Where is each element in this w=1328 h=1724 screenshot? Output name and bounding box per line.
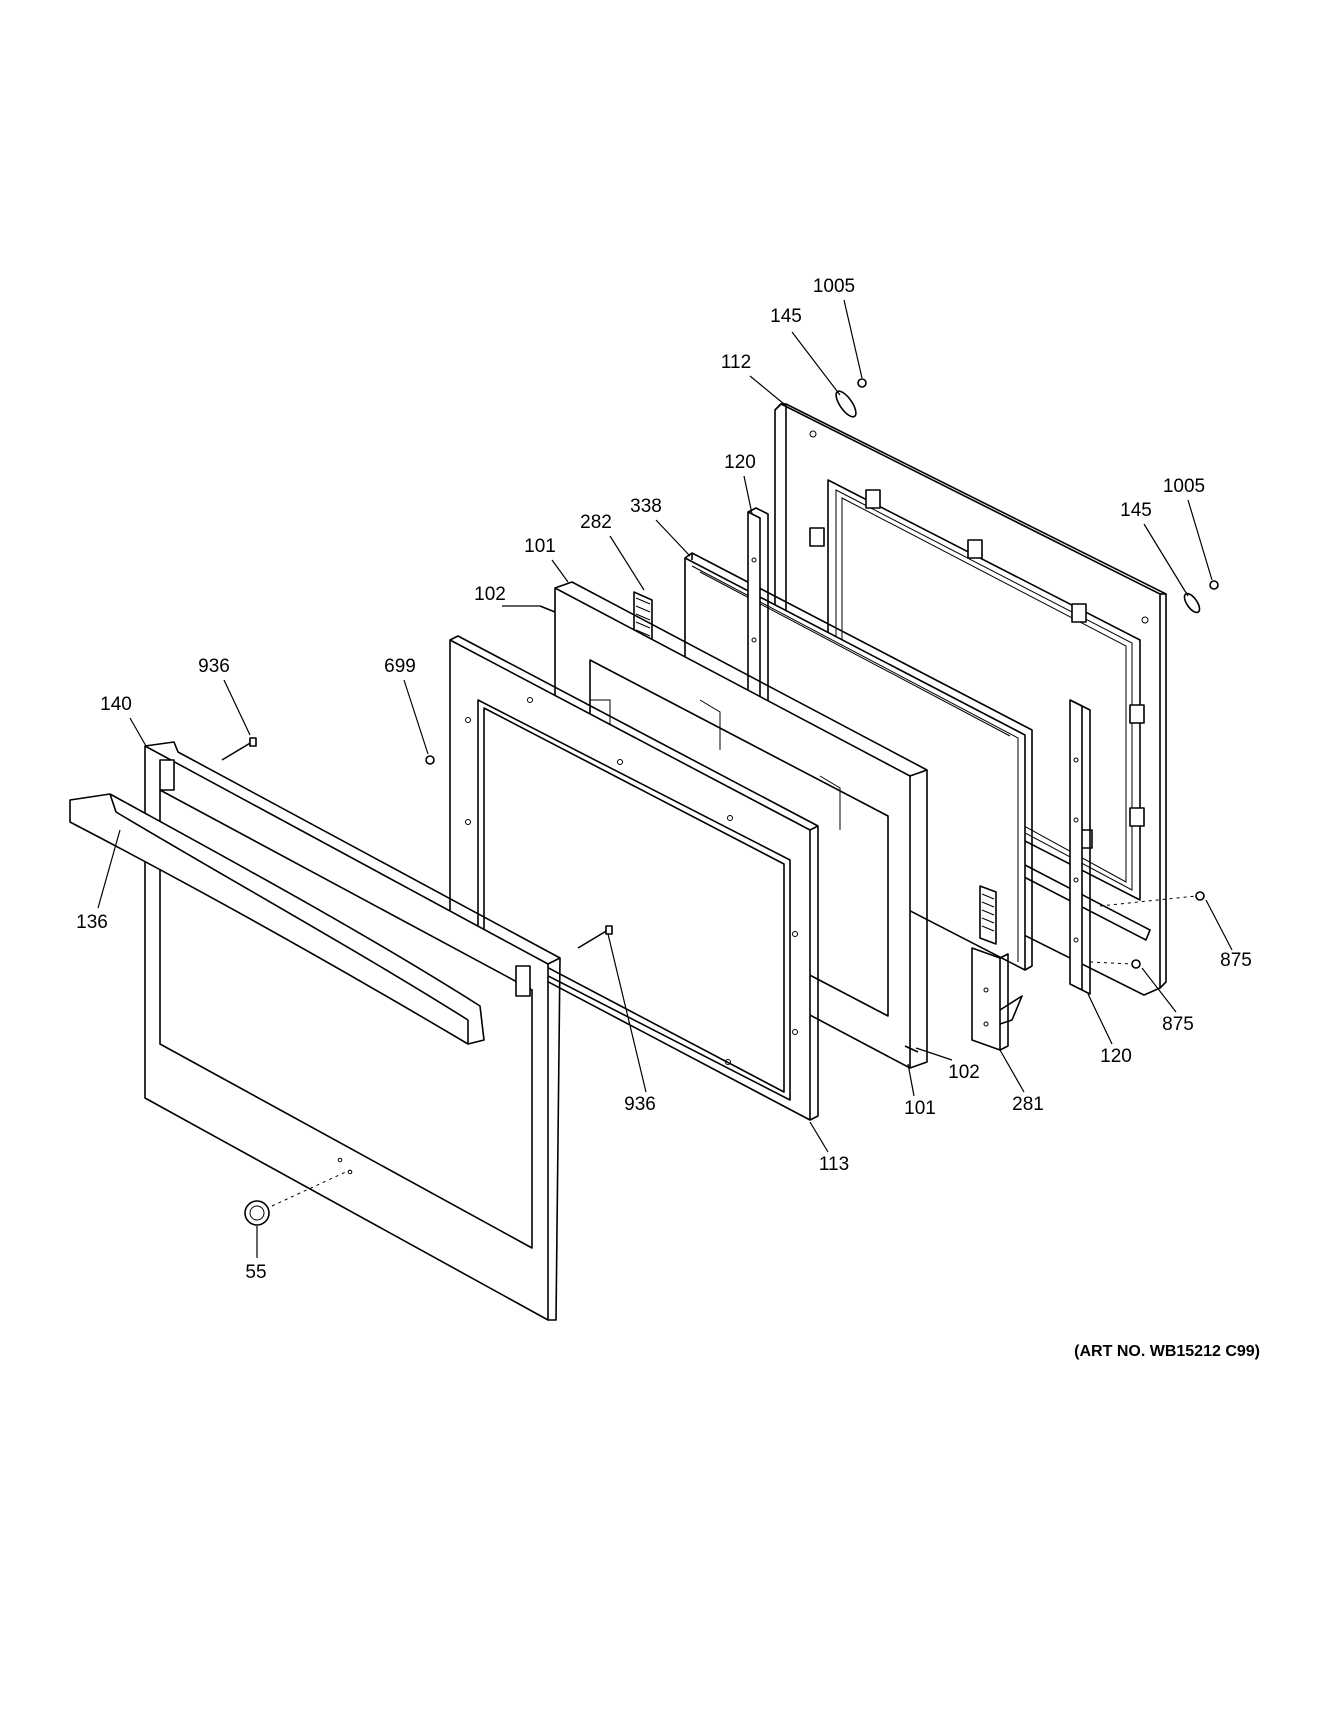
screw-1005-top <box>857 378 867 388</box>
retainer-102 <box>539 605 919 1053</box>
label-101-bottom: 101 <box>904 1098 936 1119</box>
part-labels: 1005 145 112 120 1005 145 338 282 101 10… <box>76 276 1252 1283</box>
label-1005-right: 1005 <box>1163 476 1205 497</box>
label-101-top: 101 <box>524 536 556 557</box>
badge-55 <box>244 1200 270 1226</box>
label-338: 338 <box>630 496 662 517</box>
screw-699 <box>425 755 435 765</box>
label-136: 136 <box>76 912 108 933</box>
door-handle-136 <box>69 793 485 1045</box>
screw-1005-right <box>1209 580 1219 590</box>
label-145-top: 145 <box>770 306 802 327</box>
label-145-right: 145 <box>1120 500 1152 521</box>
screw-875-upper <box>1195 891 1205 901</box>
label-875-lower: 875 <box>1162 1014 1194 1035</box>
clip-145-top <box>835 390 857 418</box>
leader-lines <box>97 299 1233 1258</box>
label-120-bottom: 120 <box>1100 1046 1132 1067</box>
label-699: 699 <box>384 656 416 677</box>
screw-936-left <box>221 737 257 761</box>
label-55: 55 <box>245 1262 266 1283</box>
art-number: (ART NO. WB15212 C99) <box>1074 1343 1260 1360</box>
clip-145-right <box>1183 592 1201 614</box>
screw-875-lower <box>1131 959 1141 969</box>
label-113: 113 <box>819 1154 849 1175</box>
label-112: 112 <box>721 352 751 373</box>
label-102-bottom: 102 <box>948 1062 980 1083</box>
label-120-top: 120 <box>724 452 756 473</box>
inner-door-113 <box>449 635 819 1121</box>
label-102-top: 102 <box>474 584 506 605</box>
label-1005-top: 1005 <box>813 276 855 297</box>
label-282: 282 <box>580 512 612 533</box>
label-281: 281 <box>1012 1094 1044 1115</box>
label-140: 140 <box>100 694 132 715</box>
label-936-left: 936 <box>198 656 230 677</box>
label-875-upper: 875 <box>1220 950 1252 971</box>
side-bracket-120-right <box>1069 699 1091 995</box>
screw-936-center <box>577 925 613 949</box>
label-936-center: 936 <box>624 1094 656 1115</box>
